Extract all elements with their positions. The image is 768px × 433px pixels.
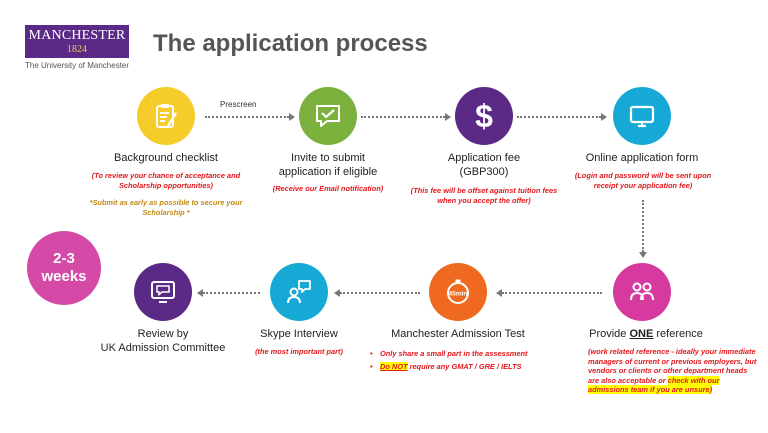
step-invite-label-line1: Invite to submit [291,152,365,164]
step-background-checklist-label: Background checklist [114,152,218,164]
review-step-circle [134,263,192,321]
step-reference-label-post: reference [653,328,703,340]
admission-test-step-circle: 45min [429,263,487,321]
stopwatch-text: 45min [449,291,468,298]
arrow-line [517,116,601,118]
review-monitor-icon [151,281,175,303]
prescreen-label: Prescreen [220,100,257,109]
people-icon [630,282,654,301]
arrow-head [496,289,502,297]
step-invite-label-line2: application if eligible [278,166,378,178]
admission-test-bullet-2-rest: require any GMAT / GRE / IELTS [407,362,522,371]
admission-test-bullet-1: Only share a small part in the assessmen… [370,347,560,360]
dollar-icon: $ [475,97,493,134]
step-invite-note: (Receive our Email notification) [272,184,384,193]
duration-badge: 2-3 weeks [27,231,101,305]
application-fee-step-circle: $ [455,87,513,145]
logo-subtitle: The University of Manchester [25,61,130,70]
step-skype-interview-note: (the most important part) [255,347,343,356]
arrow-line [340,292,420,294]
step-admission-test-notes: Only share a small part in the assessmen… [370,347,560,373]
step-application-fee-label-line1: Application fee [447,152,521,164]
logo-year: 1824 [67,44,87,55]
step-reference-note-plain: (work related reference - ideally your i… [588,347,757,385]
invite-step-circle [299,87,357,145]
arrow-head [639,252,647,258]
step-reference-label-strong: ONE [629,328,654,340]
monitor-icon [629,105,655,128]
arrow-line [361,116,445,118]
step-application-fee-note: (This fee will be offset against tuition… [410,186,558,205]
online-form-step-circle [613,87,671,145]
arrow-line [205,116,289,118]
university-logo: MANCHESTER 1824 [25,25,129,58]
page-title: The application process [153,30,428,57]
arrow-line [203,292,260,294]
arrow-head [601,113,607,121]
step-application-fee-label-line2: (GBP300) [459,166,509,178]
arrow-head [445,113,451,121]
admission-test-bullet-2: Do NOT require any GMAT / GRE / IELTS [370,360,560,373]
step-background-checklist-extra-note: *Submit as early as possible to secure y… [89,198,243,217]
arrow-head [289,113,295,121]
admission-test-bullet-2-strong: Do NOT [380,362,408,371]
step-reference-label-pre: Provide [589,328,630,340]
chat-check-icon [316,105,340,127]
step-admission-test-label: Manchester Admission Test [391,328,525,340]
arrow-head [334,289,340,297]
arrow-head [197,289,203,297]
checklist-icon [156,104,178,128]
step-background-checklist-note: (To review your chance of acceptance and… [91,171,241,190]
logo-name: MANCHESTER [28,28,126,43]
skype-interview-step-circle [270,263,328,321]
step-reference-note: (work related reference - ideally your i… [588,347,758,395]
step-review-label-line1: Review by [137,328,189,340]
step-review-label-line2: UK Admission Committee [100,342,226,354]
interview-icon [287,280,311,304]
arrow-line [642,200,644,252]
arrow-line [502,292,602,294]
stopwatch-icon: 45min [447,279,469,304]
step-application-fee-label: Application fee (GBP300) [412,151,556,179]
reference-step-circle [613,263,671,321]
step-online-form-note: (Login and password will be sent upon re… [574,171,712,190]
step-reference-label: Provide ONE reference [576,327,716,341]
step-skype-interview-label: Skype Interview [260,328,338,340]
step-invite-label: Invite to submit application if eligible [256,151,400,179]
checklist-step-circle [137,87,195,145]
duration-badge-line1: 2-3 [53,250,75,267]
step-online-form-label: Online application form [585,152,699,164]
step-review-label: Review by UK Admission Committee [88,327,238,355]
duration-badge-line2: weeks [41,268,87,285]
